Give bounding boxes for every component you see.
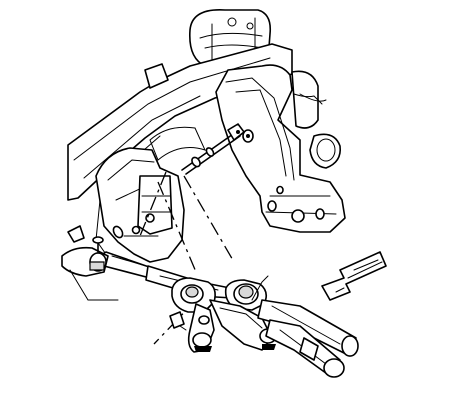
idler-arm	[169, 277, 216, 353]
mounting-bolt-hardware	[112, 123, 245, 239]
idler-arm-bracket	[95, 147, 185, 263]
steering-gear-bracket	[215, 64, 346, 233]
arrow-down-left-icon	[321, 251, 387, 301]
tie-rod-tubes	[257, 299, 359, 378]
